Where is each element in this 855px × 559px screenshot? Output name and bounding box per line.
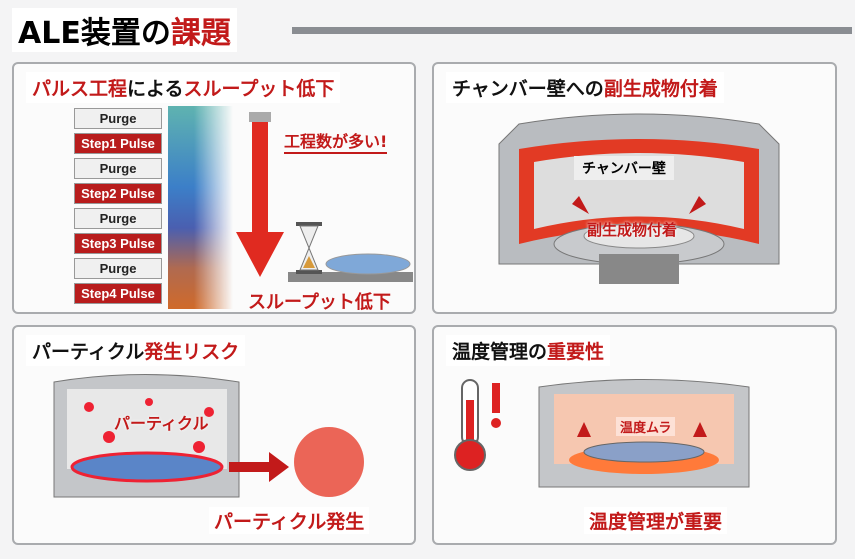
title-part: パルス工程	[32, 78, 128, 100]
deposit-label: 副生成物付着	[587, 221, 678, 239]
step-pulse: Step3 Pulse	[74, 233, 162, 254]
hourglass-wafer-icon	[288, 222, 413, 282]
title-highlight: 課題	[170, 16, 231, 51]
title-part: スループット低下	[183, 78, 335, 100]
panel-title: パーティクル発生リスク	[26, 335, 246, 366]
panel-deposition: チャンバー壁への副生成物付着 チャンバー壁 副生成物付着	[432, 62, 837, 314]
title-prefix: ALE装置の	[18, 16, 171, 51]
process-gradient-bar	[168, 106, 233, 309]
particle-label: パーティクル	[114, 414, 209, 433]
thermometer-icon	[454, 379, 501, 471]
particle-chamber-illustration	[53, 374, 364, 498]
step-pulse: Step2 Pulse	[74, 183, 162, 204]
temp-unevenness-label: 温度ムラ	[616, 417, 676, 436]
step-pulse: Step4 Pulse	[74, 283, 162, 304]
step-purge: Purge	[74, 108, 162, 129]
step-purge: Purge	[74, 158, 162, 179]
result-text: パーティクル発生	[209, 507, 370, 534]
panel-temperature: 温度管理の重要性 温度ムラ 温度管理が重要	[432, 325, 837, 545]
panel-title: チャンバー壁への副生成物付着	[446, 72, 724, 103]
title-divider	[292, 27, 852, 34]
title-part: 副生成物付着	[603, 78, 718, 100]
step-pulse: Step1 Pulse	[74, 133, 162, 154]
page-title: ALE装置の課題	[12, 8, 237, 52]
title-part: 温度管理の	[452, 341, 548, 363]
title-part: チャンバー壁への	[452, 78, 604, 100]
down-arrow-icon	[236, 112, 284, 277]
panel-throughput: パルス工程によるスループット低下 Purge Step1 Pulse Purge…	[12, 62, 416, 314]
title-part: による	[127, 78, 184, 100]
panel-title: パルス工程によるスループット低下	[26, 72, 341, 103]
panel-particle: パーティクル発生リスク パーティクル パーティクル発生	[12, 325, 416, 545]
title-part: 重要性	[547, 341, 605, 363]
callout-text: 工程数が多い!	[284, 128, 388, 154]
panel-title: 温度管理の重要性	[446, 335, 611, 366]
result-text: スループット低下	[248, 288, 391, 312]
title-part: パーティクル	[32, 341, 145, 363]
title-part: 発生リスク	[144, 341, 240, 363]
result-text: 温度管理が重要	[584, 507, 728, 534]
step-purge: Purge	[74, 208, 162, 229]
wall-label: チャンバー壁	[574, 156, 674, 180]
step-purge: Purge	[74, 258, 162, 279]
chamber-illustration	[498, 113, 780, 284]
